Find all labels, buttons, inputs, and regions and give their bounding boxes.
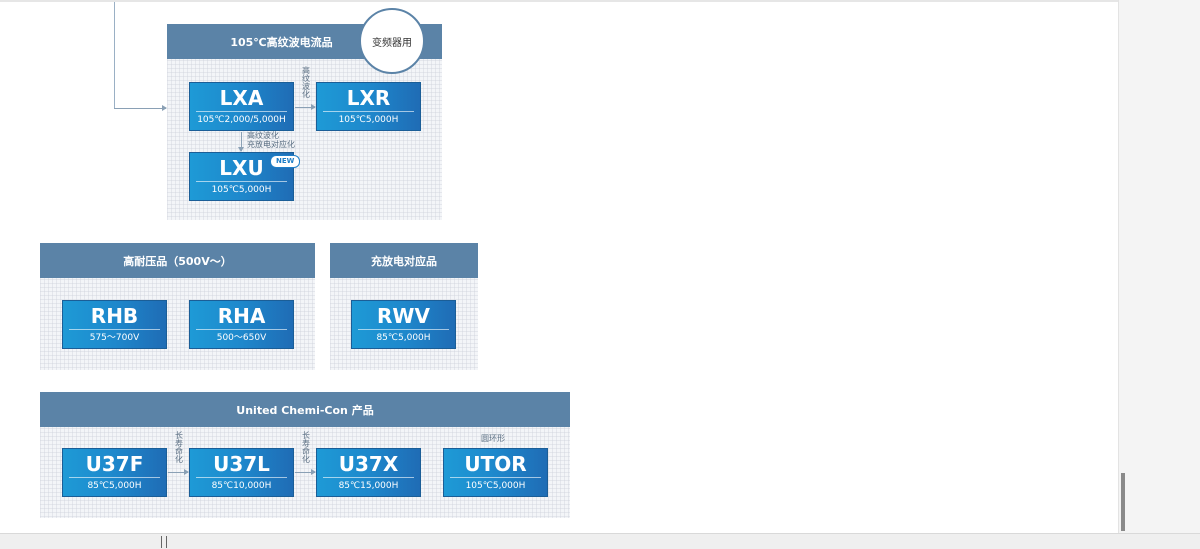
arrow-u37l-to-u37x (295, 469, 316, 475)
card-divider (196, 477, 287, 478)
card-u37x[interactable]: U37X 85℃15,000H (316, 448, 421, 497)
utor-note: 圆环形 (481, 434, 505, 443)
card-spec: 500～650V (216, 333, 267, 343)
card-rwv[interactable]: RWV 85℃5,000H (351, 300, 456, 349)
tag-inverter-use-text: 变频器用 (372, 37, 412, 49)
panel-title-high-voltage: 高耐压品（500V～） (40, 243, 315, 278)
card-lxr[interactable]: LXR 105℃5,000H (316, 82, 421, 131)
right-side-pane (1118, 0, 1200, 548)
bottom-bar (0, 533, 1200, 549)
card-divider (323, 477, 414, 478)
card-name: RHB (90, 304, 139, 328)
arrow-label-lxa-lxu-2: 充放电对应化 (247, 140, 295, 149)
card-divider (196, 111, 287, 112)
card-spec: 105℃5,000H (465, 481, 526, 491)
card-divider (69, 329, 160, 330)
card-utor[interactable]: UTOR 105℃5,000H (443, 448, 548, 497)
card-spec: 105℃5,000H (211, 185, 272, 195)
card-u37f[interactable]: U37F 85℃5,000H (62, 448, 167, 497)
arrow-u37f-to-u37l (168, 469, 189, 475)
high-ripple-title-text: 105℃高纹波电流品 (230, 35, 333, 49)
card-spec: 85℃10,000H (211, 481, 272, 491)
page-canvas: 105℃高纹波电流品 LXA 105℃2,000/5,000H 高纹波化 LXR… (0, 0, 1118, 518)
connector-vertical (114, 2, 115, 108)
connector-arrow-into-lx (114, 105, 167, 111)
arrow-label-lxa-lxu-1: 高纹波化 (247, 131, 279, 140)
resize-handle-icon[interactable] (161, 536, 167, 548)
card-name: RWV (377, 304, 430, 328)
card-rhb[interactable]: RHB 575～700V (62, 300, 167, 349)
card-u37l[interactable]: U37L 85℃10,000H (189, 448, 294, 497)
card-spec: 105℃5,000H (338, 115, 399, 125)
card-spec: 85℃15,000H (338, 481, 399, 491)
panel-title-charge-discharge: 充放电对应品 (330, 243, 478, 278)
new-badge: NEW (270, 155, 301, 168)
arrow-lxa-to-lxu (238, 132, 244, 152)
card-name: U37X (338, 452, 399, 476)
card-spec: 575～700V (89, 333, 140, 343)
arrow-label-lxa-lxr: 高纹波化 (302, 66, 310, 99)
card-divider (196, 329, 287, 330)
card-rha[interactable]: RHA 500～650V (189, 300, 294, 349)
vertical-scrollbar[interactable] (1121, 473, 1125, 531)
card-divider (323, 111, 414, 112)
card-name: U37F (85, 452, 144, 476)
card-name: RHA (217, 304, 266, 328)
panel-charge-discharge: 充放电对应品 RWV 85℃5,000H (330, 243, 478, 370)
card-spec: 105℃2,000/5,000H (197, 115, 286, 125)
card-spec: 85℃5,000H (87, 481, 142, 491)
panel-title-united-chemi-con: United Chemi-Con 产品 (40, 392, 570, 427)
card-name: LXR (346, 86, 391, 110)
card-divider (450, 477, 541, 478)
card-divider (69, 477, 160, 478)
card-lxa[interactable]: LXA 105℃2,000/5,000H (189, 82, 294, 131)
card-divider (196, 181, 287, 182)
card-name: LXU (219, 156, 264, 180)
tag-inverter-use: 变频器用 (359, 8, 425, 74)
panel-united-chemi-con: United Chemi-Con 产品 U37F 85℃5,000H 长寿命化 … (40, 392, 570, 518)
panel-high-voltage: 高耐压品（500V～） RHB 575～700V RHA 500～650V (40, 243, 315, 370)
card-spec: 85℃5,000H (376, 333, 431, 343)
card-name: LXA (219, 86, 264, 110)
arrow-lxa-to-lxr (295, 104, 316, 110)
card-name: U37L (213, 452, 270, 476)
card-divider (358, 329, 449, 330)
arrow-label-u37f-u37l: 长寿命化 (175, 431, 183, 464)
arrow-label-u37l-u37x: 长寿命化 (302, 431, 310, 464)
card-name: UTOR (464, 452, 527, 476)
